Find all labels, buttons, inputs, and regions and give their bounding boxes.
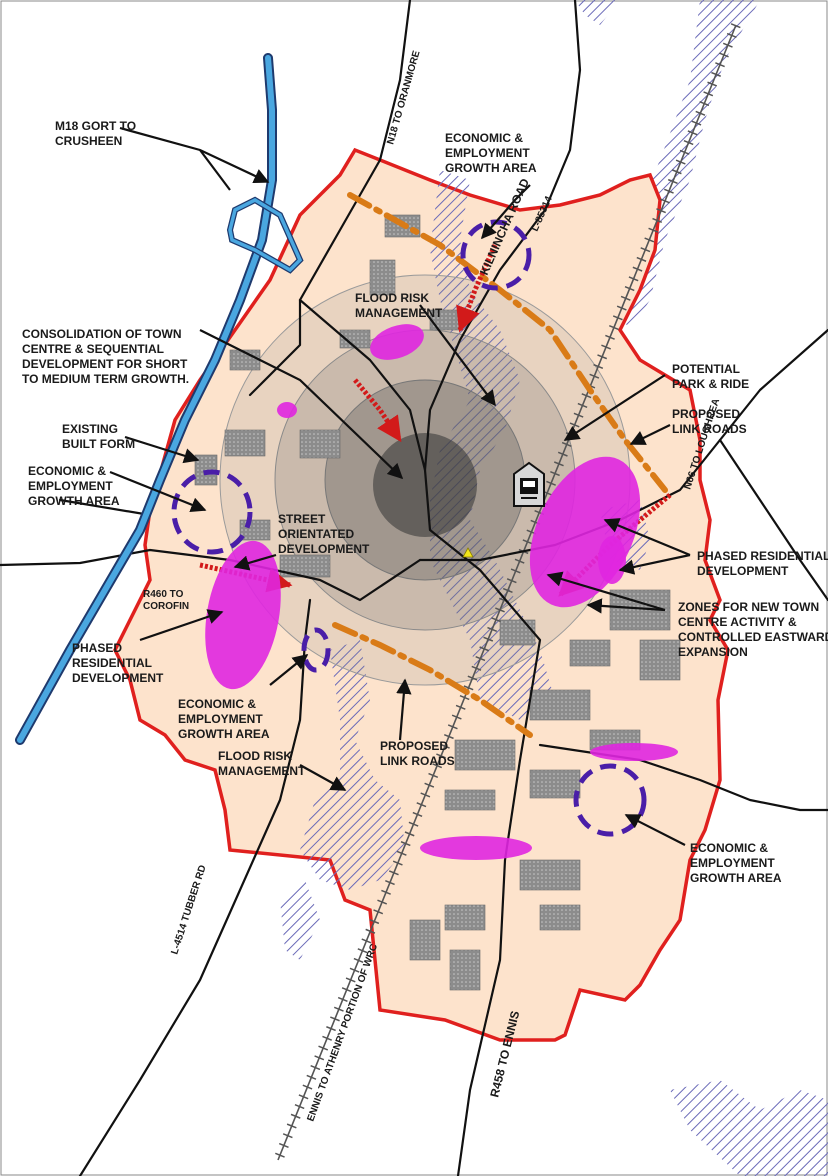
phased-residential-areas [205, 324, 678, 860]
road-label-tubber: L-4514 TUBBER RD [169, 864, 208, 956]
town-centre-core [373, 433, 477, 537]
motorway-m18 [17, 55, 275, 743]
railway-sleepers [273, 23, 741, 1162]
road-loughrea-spur [718, 438, 828, 602]
warning-triangle-icon [462, 547, 474, 558]
road-r458 [298, 298, 542, 1176]
road-west-spur [58, 498, 152, 517]
road-label-rail: ENNIS TO ATHENRY PORTION OF WRC [305, 942, 380, 1123]
proposed-link-roads [332, 192, 668, 738]
flood-zone-hatch [300, 640, 405, 890]
road-n18 [248, 0, 412, 397]
flood-zone-hatch [575, 0, 620, 25]
flood-zone-hatch [670, 1080, 828, 1176]
annotation-arrows [109, 126, 691, 846]
road-label-n18: N18 TO ORANMORE [385, 49, 422, 146]
town-development-boundary [113, 147, 730, 1042]
motorway-junction [228, 198, 303, 273]
train-station-icon [513, 461, 545, 507]
flood-zone-hatch [280, 880, 320, 960]
road-tubber [78, 598, 312, 1176]
road-n66 [418, 328, 828, 562]
existing-built-form [194, 214, 681, 991]
road-l85314 [423, 0, 582, 472]
